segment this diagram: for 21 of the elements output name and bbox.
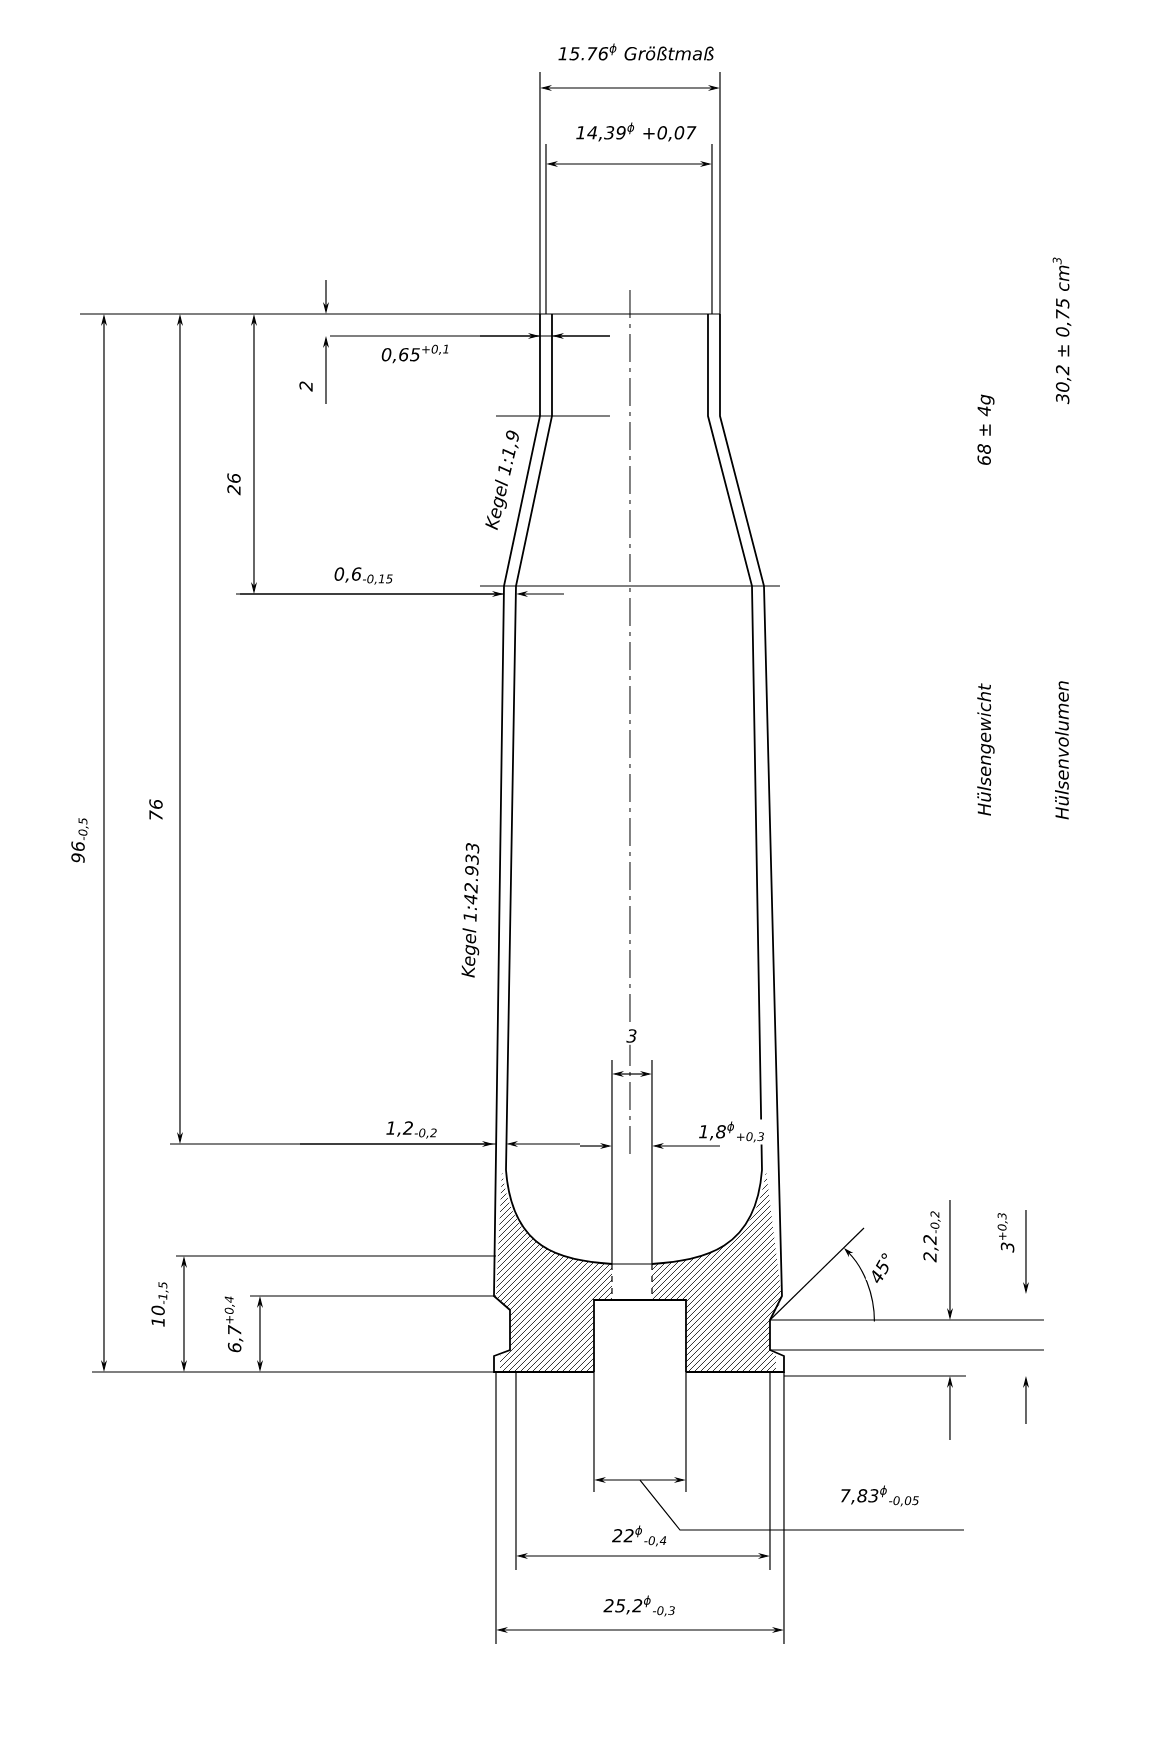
dimension-label: 3$^{+0,3}$ (995, 1209, 1017, 1255)
dimension-label: 0,6$_{-0,15}$ (331, 565, 397, 587)
dimension-label: 2,2$_{-0,2}$ (921, 1207, 943, 1265)
dimension-label: Hülsengewicht (975, 681, 997, 819)
dimension-label: Hülsenvolumen (1053, 678, 1071, 822)
dimension-label: 10$_{-1,5}$ (149, 1278, 171, 1330)
dimension-label: Kegel 1:1,9 (481, 426, 527, 534)
dimension-label: Kegel 1:42.933 (458, 839, 486, 981)
dimension-label: 96$_{-0,5}$ (69, 814, 91, 866)
dimension-label: 76 (147, 796, 165, 824)
dimension-label: 68 ± 4g (975, 391, 997, 469)
dimension-label: 26 (225, 470, 243, 498)
dimension-label: 15.76$^{ϕ}$ Größtmaß (555, 41, 717, 63)
dimension-label: 3 (624, 1027, 640, 1045)
dimension-label: 45° (865, 1248, 899, 1288)
dimension-label: 6,7$^{+0,4}$ (222, 1292, 246, 1356)
dimension-label: 14,39$^{ϕ}$ +0,07 (573, 120, 699, 144)
dimension-label: 30,2 ± 0,75 cm$^{3}$ (1050, 253, 1074, 407)
dimension-label: 1,2$_{-0,2}$ (383, 1119, 441, 1141)
dimension-label: 0,65$^{+0,1}$ (378, 342, 454, 366)
dimension-label: 2 (297, 378, 315, 394)
